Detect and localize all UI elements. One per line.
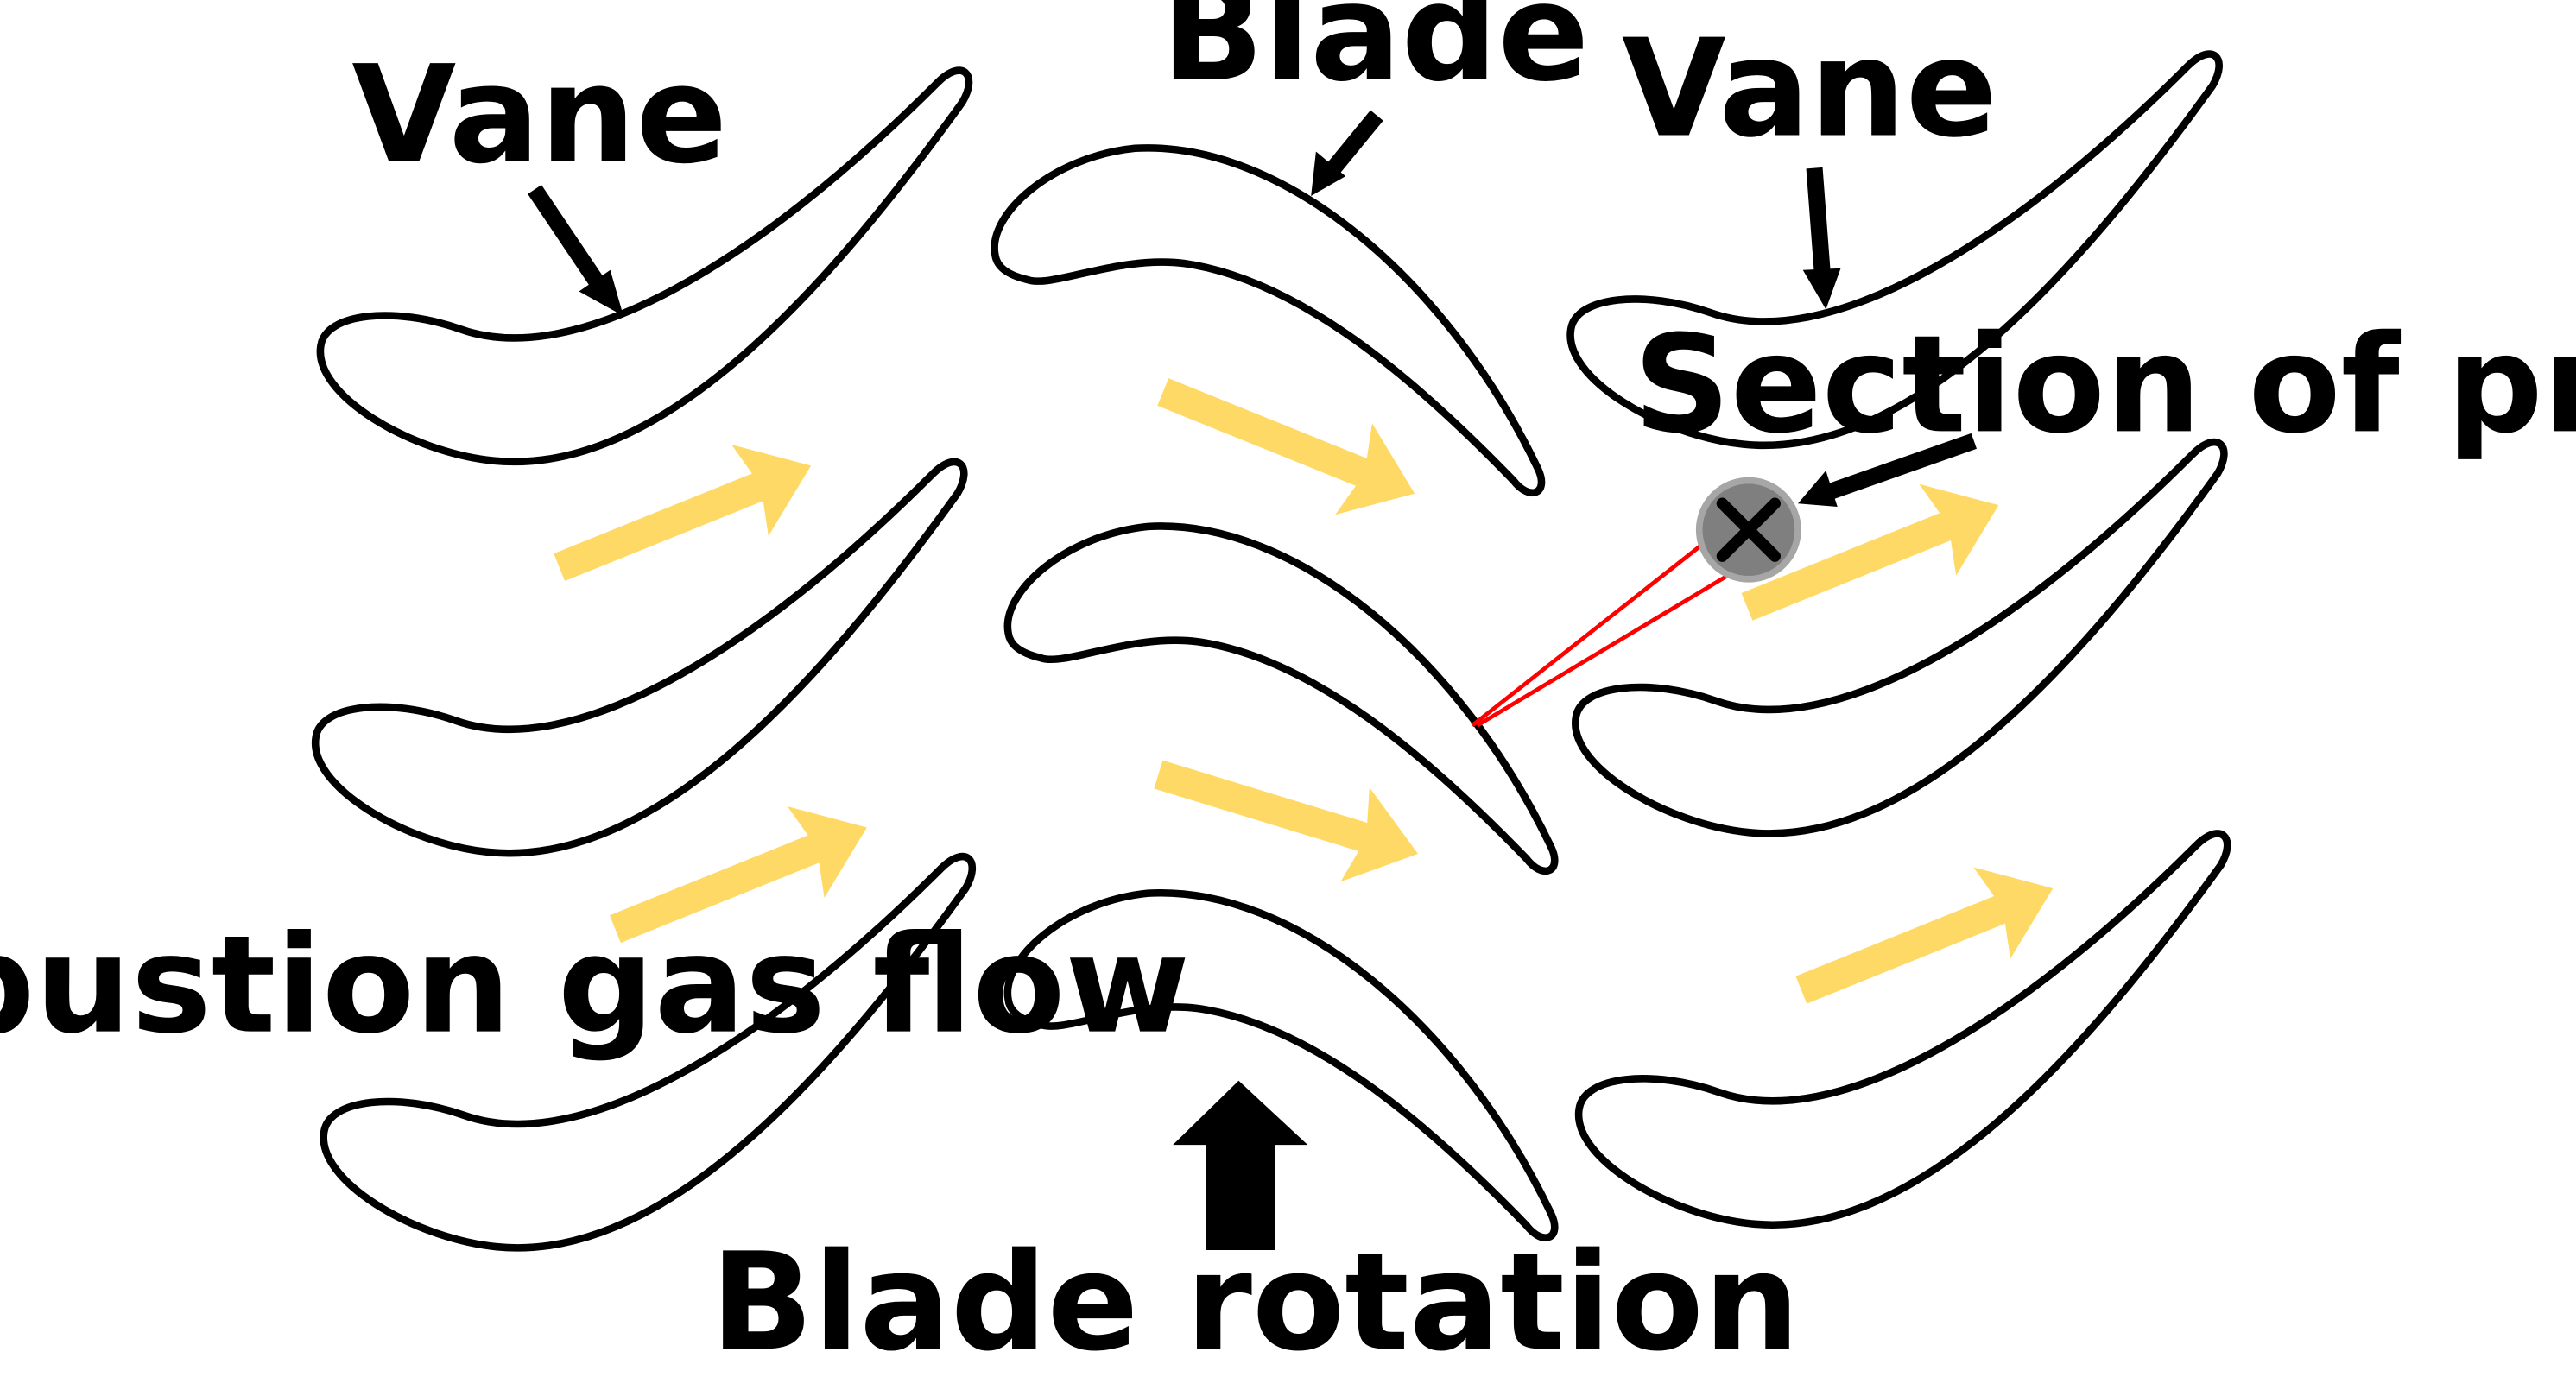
probe-laser-lines [1471,541,1729,728]
rotation-label: Blade rotation [711,1223,1800,1377]
flow-arrow [1144,346,1434,540]
laser-line [1476,573,1729,728]
flow-label: Combustion gas flow [0,906,1190,1064]
probe-pointer [1798,433,1977,508]
vane-right-pointer [1802,167,1841,310]
up-arrow-icon [1173,1080,1308,1251]
vane-airfoil [1579,833,2227,1224]
laser-line [1471,541,1706,728]
vane-airfoil [1575,442,2224,833]
blade-row-middle [995,148,1555,1237]
flow-arrow [1143,727,1433,901]
vane-row-right [1571,54,2228,1225]
vane-right-label: Vane [1622,10,1997,167]
pointer-arrows [528,110,1977,508]
blade-label: Blade [1161,0,1590,111]
vane-left-label: Vane [351,36,727,193]
vane-left-pointer [528,185,623,317]
circled-x-icon [1695,477,1801,583]
probe-label: Section of probe [1633,306,2576,463]
vane-row-left [315,71,972,1248]
blade-pointer [1311,110,1383,196]
